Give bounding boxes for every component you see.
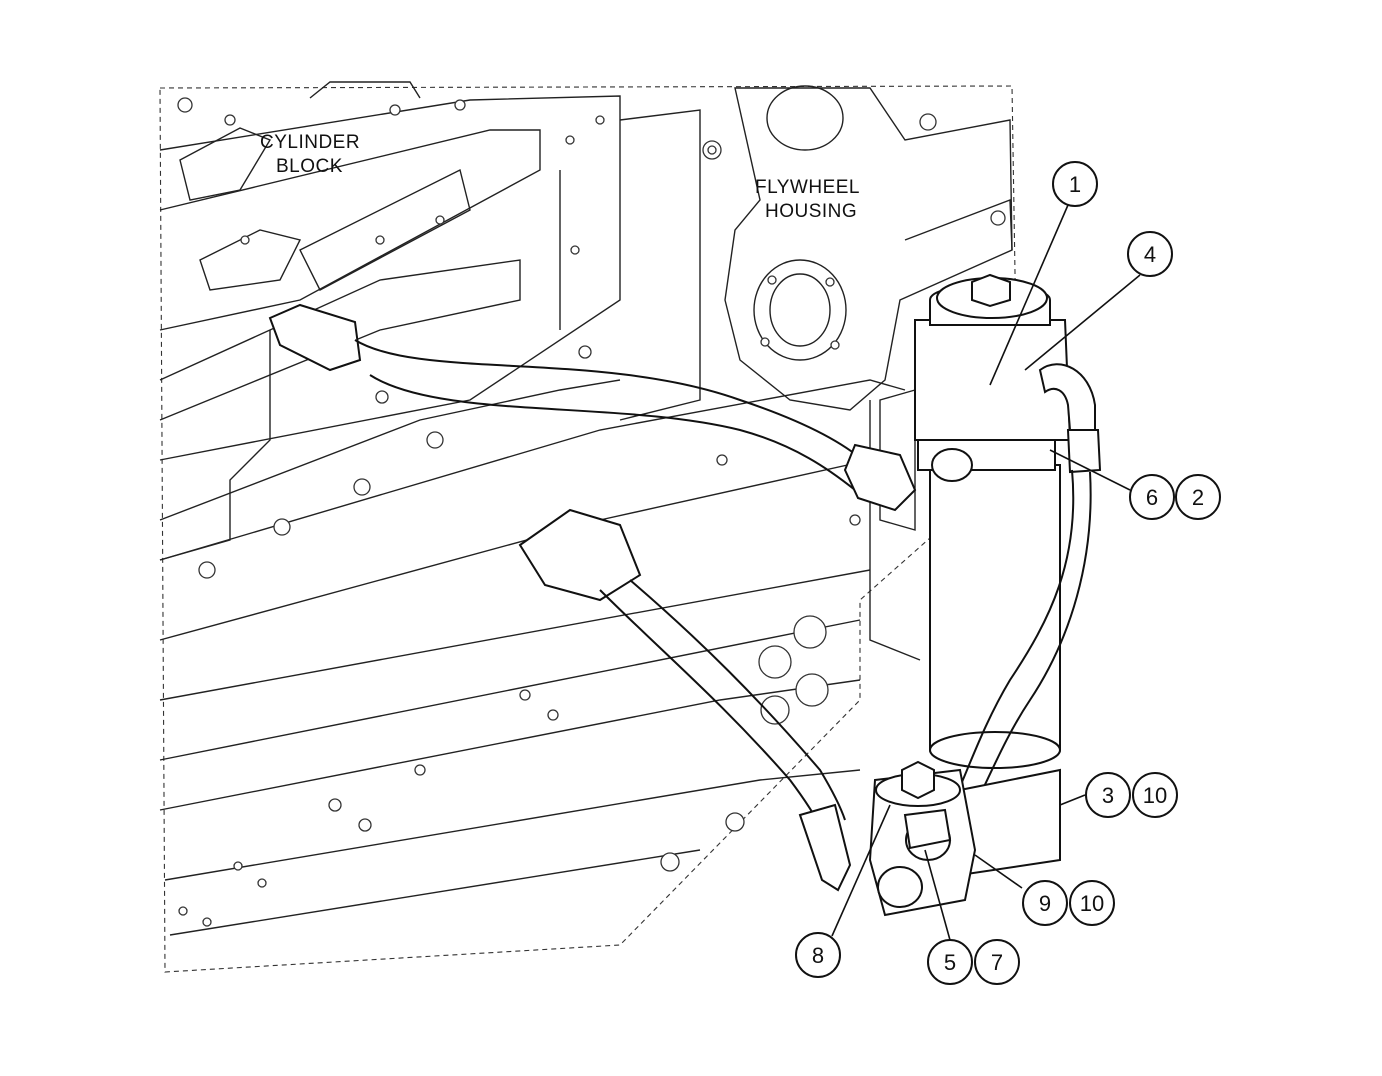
cylinder-block-label-line1: CYLINDER (260, 132, 360, 153)
callout-2: 2 (1175, 474, 1221, 520)
callout-10-lower: 10 (1069, 880, 1115, 926)
oil-pan (159, 345, 921, 936)
cylinder-block-label-line2: BLOCK (276, 156, 343, 177)
callout-4: 4 (1127, 231, 1173, 277)
callout-6-number: 6 (1146, 485, 1158, 510)
callout-1: 1 (1052, 161, 1098, 207)
leader-lines (831, 204, 1141, 941)
upper-hose (268, 303, 917, 512)
callout-4-number: 4 (1144, 242, 1156, 267)
callout-9-number: 9 (1039, 891, 1051, 916)
callout-5-number: 5 (944, 950, 956, 975)
cylinder-block (159, 81, 701, 561)
filter-assembly (868, 273, 1102, 917)
callout-5: 5 (927, 939, 973, 985)
callout-10-upper-number: 10 (1143, 783, 1167, 808)
callout-9: 9 (1022, 880, 1068, 926)
callout-2-number: 2 (1192, 485, 1204, 510)
callout-10-lower-number: 10 (1080, 891, 1104, 916)
callout-8-number: 8 (812, 943, 824, 968)
flywheel-housing-label-line2: HOUSING (765, 201, 857, 222)
flywheel-housing (702, 85, 1013, 411)
callout-3: 3 (1085, 772, 1131, 818)
flywheel-housing-label-line1: FLYWHEEL (755, 177, 860, 198)
callout-7-number: 7 (991, 950, 1003, 975)
callout-1-number: 1 (1069, 172, 1081, 197)
engine-outline (159, 85, 1019, 973)
callout-7: 7 (974, 939, 1020, 985)
callout-8: 8 (795, 932, 841, 978)
callout-3-number: 3 (1102, 783, 1114, 808)
lower-hose (518, 508, 852, 892)
callout-6: 6 (1129, 474, 1175, 520)
callout-10-upper: 10 (1132, 772, 1178, 818)
